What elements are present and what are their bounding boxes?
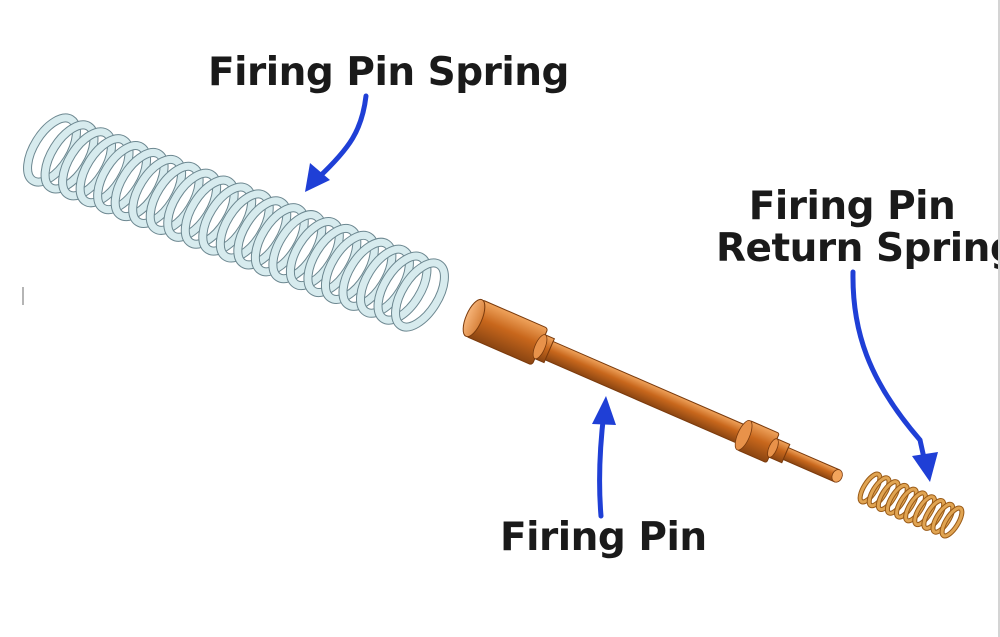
- arrow-return-head: [912, 452, 938, 482]
- coil-turn-face: [392, 259, 448, 331]
- label-firing-pin-return-spring: Firing Pin Return Spring: [716, 184, 1000, 271]
- coil-turn-face: [940, 506, 964, 538]
- edge-tick: [22, 287, 24, 305]
- firing-pin-return-spring: [857, 471, 965, 539]
- label-return-line-2: Return Spring: [716, 226, 1000, 271]
- arrow-pin-head: [592, 396, 616, 425]
- firing-pin: [462, 298, 843, 483]
- arrow-return: [850, 269, 927, 461]
- arrow-spring: [315, 93, 369, 181]
- coil-turn-face: [374, 252, 431, 324]
- label-firing-pin: Firing Pin: [500, 515, 707, 560]
- arrow-pin: [597, 409, 607, 519]
- label-return-line-1: Firing Pin: [748, 184, 956, 229]
- right-edge-line: [998, 0, 1000, 637]
- arrow-spring-head: [305, 163, 330, 192]
- firing-pin-spring: [23, 113, 449, 332]
- label-firing-pin-spring: Firing Pin Spring: [208, 50, 569, 95]
